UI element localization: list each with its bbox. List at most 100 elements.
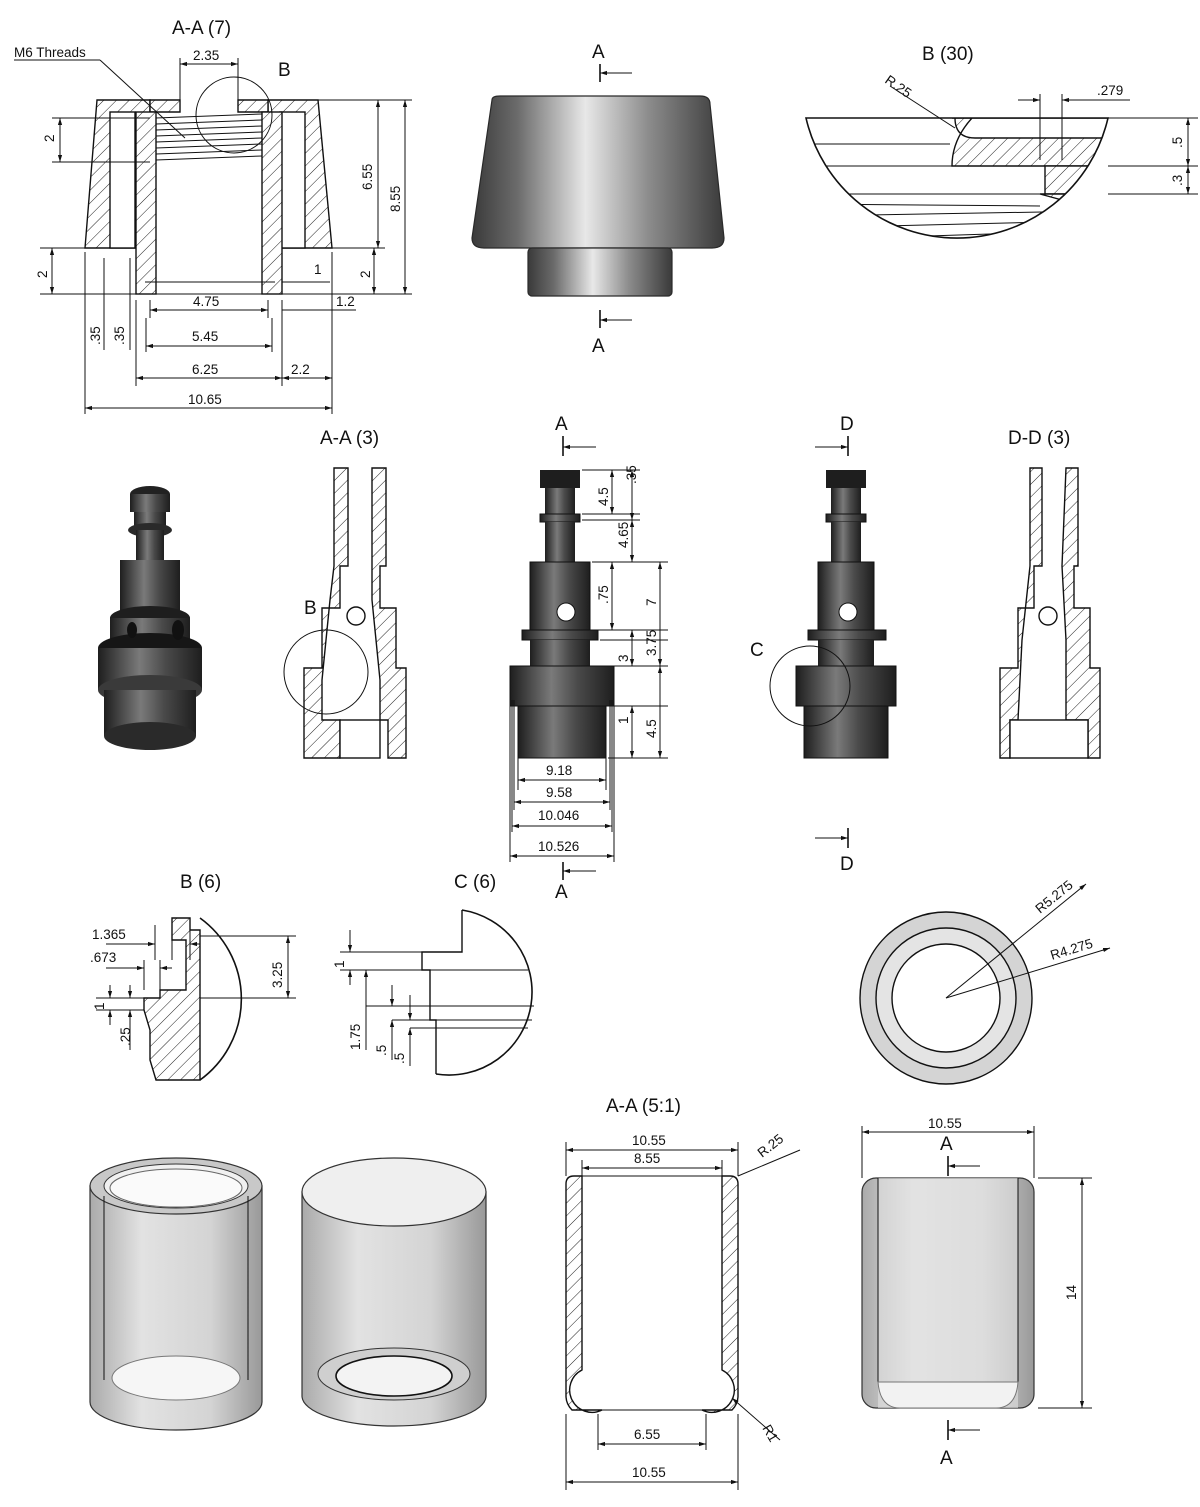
dim-10-046: 10.046 bbox=[538, 808, 579, 823]
detail-b-circle bbox=[195, 76, 273, 154]
cap-detail-b-view: B (30) R.25 bbox=[804, 44, 1198, 239]
dim-6-25: 6.25 bbox=[192, 362, 218, 377]
section-mark-a-sleeve-bottom: A bbox=[940, 1448, 953, 1469]
stem-section-left-wall bbox=[303, 467, 349, 759]
dim-stem-7: 7 bbox=[644, 598, 659, 606]
dim-sleeve-r25: R.25 bbox=[755, 1131, 787, 1160]
dim-35-a: .35 bbox=[88, 326, 103, 345]
stem-front-view: A bbox=[509, 414, 668, 903]
section-mark-a-top: A bbox=[592, 42, 605, 63]
dim-1: 1 bbox=[314, 262, 322, 277]
ring-top-view: R5.275 R4.275 bbox=[859, 877, 1111, 1085]
dim-1-75: 1.75 bbox=[348, 1024, 363, 1050]
detail-c-arc bbox=[435, 909, 533, 1076]
dim-2-right: 2 bbox=[358, 270, 373, 278]
sleeve-section-view: A-A (5:1) 10.55 8.55 R.25 6.55 10.55 R1 bbox=[565, 1096, 801, 1490]
cap-neck bbox=[527, 247, 673, 297]
dim-stem-3-75: 3.75 bbox=[644, 630, 659, 656]
dim-2-35: 2.35 bbox=[193, 48, 219, 63]
dim-sleeve-6-55: 6.55 bbox=[634, 1427, 660, 1442]
dim-sleeve-10-55-bottom: 10.55 bbox=[632, 1465, 666, 1480]
threads-note: M6 Threads bbox=[14, 45, 86, 60]
cap-detail-title: B (30) bbox=[922, 44, 974, 65]
cap-inner-left bbox=[135, 111, 157, 295]
sleeve-right-wall bbox=[701, 1175, 739, 1414]
sleeve-render-left bbox=[89, 1157, 263, 1431]
detail-b-title: B (6) bbox=[180, 872, 221, 893]
detail-b-arc bbox=[199, 917, 243, 1081]
cap-render-view: A A bbox=[471, 42, 725, 357]
dim-r4-275: R4.275 bbox=[1048, 936, 1094, 963]
cap-thread-lines bbox=[155, 112, 263, 162]
stem-detail-b-callout: B bbox=[304, 598, 317, 619]
cap-top-left bbox=[149, 99, 181, 113]
dim-4-75: 4.75 bbox=[193, 294, 219, 309]
dim-1-2: 1.2 bbox=[336, 294, 355, 309]
dim-3-cap: .3 bbox=[1170, 175, 1185, 186]
cap-section-view: A-A (7) B M6 Threads bbox=[14, 18, 412, 414]
cap-right-groove bbox=[279, 111, 306, 249]
dim-673: .673 bbox=[90, 950, 116, 965]
dim-stem-75: .75 bbox=[596, 585, 611, 604]
detail-b-view: B (6) 1.365 .673 1 .25 3.25 bbox=[90, 872, 296, 1081]
dim-stem-4-5b: 4.5 bbox=[644, 719, 659, 738]
section-mark-a-stem-top: A bbox=[555, 414, 568, 435]
cap-body bbox=[471, 95, 725, 249]
detail-b-callout: B bbox=[278, 60, 291, 81]
dim-3-25: 3.25 bbox=[270, 962, 285, 988]
dim-c-5a: .5 bbox=[374, 1045, 389, 1056]
dim-sleeve-r1: R1 bbox=[759, 1422, 781, 1444]
cap-top-right bbox=[237, 99, 269, 113]
dim-stem-4-65: 4.65 bbox=[616, 522, 631, 548]
stem-iso-render bbox=[98, 486, 202, 750]
dim-c-1: 1 bbox=[332, 960, 347, 968]
dim-view-10-55: 10.55 bbox=[928, 1116, 962, 1131]
dim-stem-3: 3 bbox=[616, 654, 631, 662]
dim-stem-1: 1 bbox=[616, 716, 631, 724]
dim-1-365: 1.365 bbox=[92, 927, 126, 942]
stem-section-d-title: D-D (3) bbox=[1008, 428, 1070, 449]
dim-10-526: 10.526 bbox=[538, 839, 579, 854]
detail-b-boundary bbox=[804, 117, 1110, 239]
stem-thread-top bbox=[540, 470, 580, 488]
dim-9-18: 9.18 bbox=[546, 763, 572, 778]
stem-section-right-wall bbox=[371, 467, 407, 759]
stem-section-a: A-A (3) B bbox=[283, 428, 407, 759]
stem-section-title: A-A (3) bbox=[320, 428, 379, 449]
dim-35-b: .35 bbox=[112, 326, 127, 345]
dim-5-cap: .5 bbox=[1170, 137, 1185, 148]
section-mark-d-top: D bbox=[840, 414, 854, 435]
sleeve-render-right bbox=[301, 1157, 487, 1427]
dim-b-1: 1 bbox=[92, 1002, 107, 1010]
detail-c-callout: C bbox=[750, 640, 764, 661]
sleeve-left-wall bbox=[565, 1175, 603, 1414]
stem-side-view: D C D bbox=[750, 414, 897, 875]
dim-279: .279 bbox=[1097, 83, 1123, 98]
dim-stem-35: .35 bbox=[624, 465, 639, 484]
dim-stem-4-5a: 4.5 bbox=[596, 487, 611, 506]
dim-2-left: 2 bbox=[35, 270, 50, 278]
cap-inner-right bbox=[261, 111, 283, 295]
dim-6-55: 6.55 bbox=[360, 164, 375, 190]
stem-section-d: D-D (3) bbox=[999, 428, 1101, 759]
stem-detail-b-circle bbox=[283, 629, 369, 715]
dim-view-14: 14 bbox=[1064, 1284, 1079, 1300]
detail-b-section bbox=[143, 917, 201, 1081]
detail-c-circle bbox=[769, 645, 851, 727]
dim-5-45: 5.45 bbox=[192, 329, 218, 344]
cap-section-title: A-A (7) bbox=[172, 18, 231, 39]
dim-9-58: 9.58 bbox=[546, 785, 572, 800]
section-mark-d-bottom: D bbox=[840, 854, 854, 875]
dim-2-top: 2 bbox=[42, 134, 57, 142]
detail-c-view: C (6) 1 1.75 .5 .5 bbox=[332, 872, 534, 1076]
dim-sleeve-10-55-top: 10.55 bbox=[632, 1133, 666, 1148]
dim-2-2: 2.2 bbox=[291, 362, 310, 377]
dim-sleeve-8-55: 8.55 bbox=[634, 1151, 660, 1166]
sleeve-front-view: 10.55 A 14 A bbox=[861, 1116, 1092, 1469]
section-mark-a-bottom: A bbox=[592, 336, 605, 357]
sleeve-section-title: A-A (5:1) bbox=[606, 1096, 681, 1117]
detail-c-title: C (6) bbox=[454, 872, 496, 893]
cap-left-groove bbox=[109, 111, 136, 249]
dim-c-5b: .5 bbox=[392, 1053, 407, 1064]
